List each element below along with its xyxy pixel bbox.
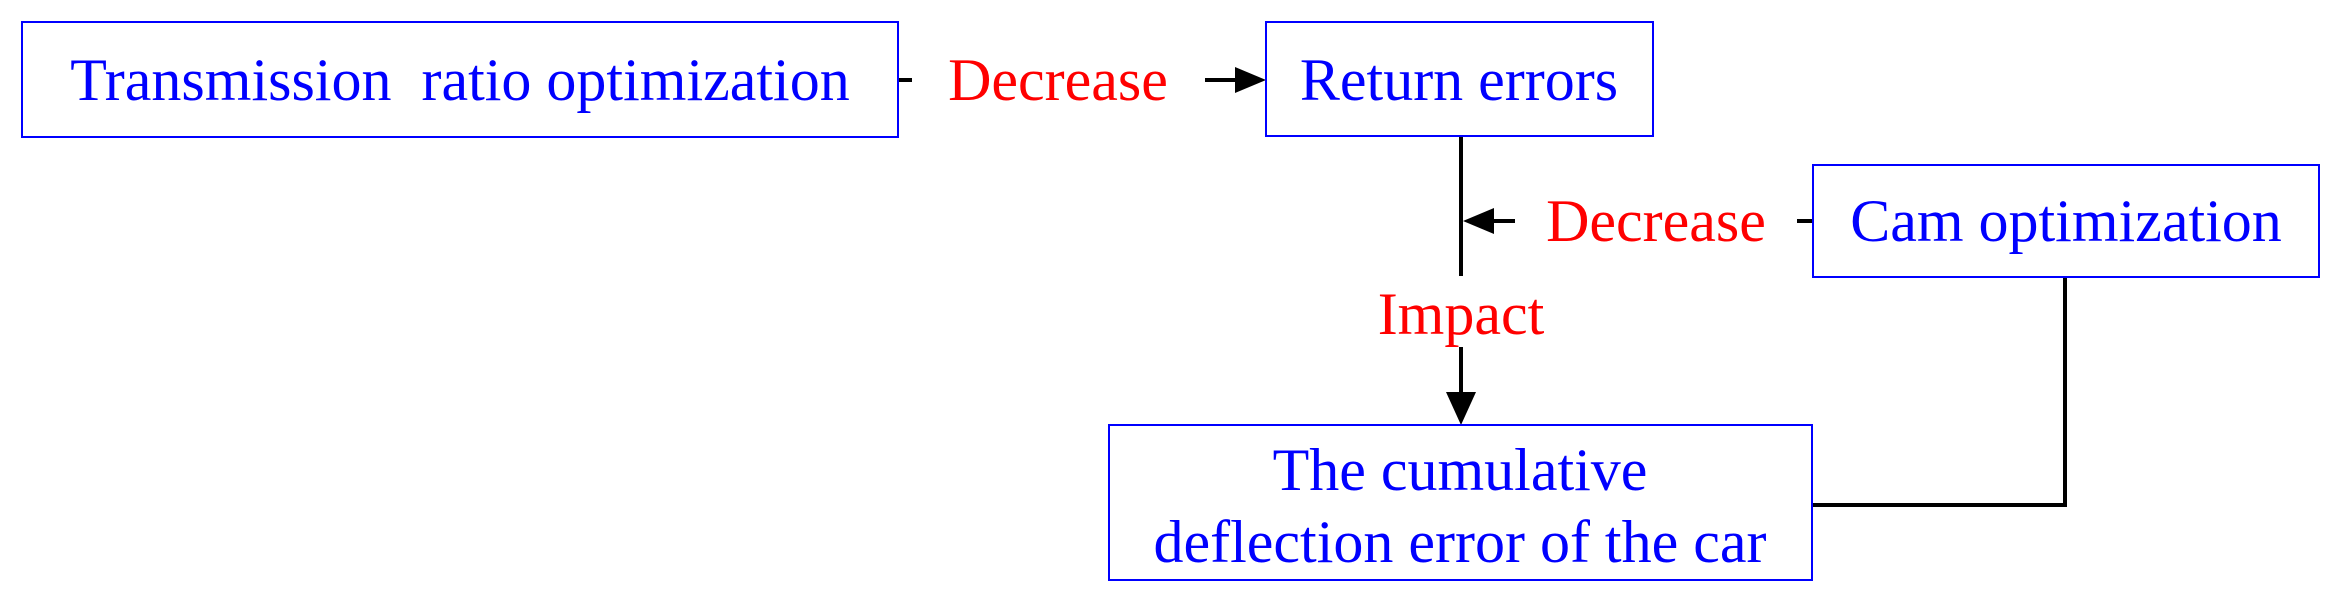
node-label-line-1: The cumulative <box>1273 437 1648 503</box>
node-cam-optimization: Cam optimization <box>1812 164 2320 278</box>
node-box <box>1108 424 1813 581</box>
node-box <box>21 21 899 138</box>
edge-label-decrease-top: Decrease <box>948 47 1168 113</box>
node-return-errors: Return errors <box>1265 21 1654 137</box>
node-cumulative-deflection-error: The cumulative deflection error of the c… <box>1108 424 1813 581</box>
node-label: Transmission ratio optimization <box>70 47 849 113</box>
edge-label-decrease-cam: Decrease <box>1546 188 1766 254</box>
node-label: Return errors <box>1300 47 1618 113</box>
arrowhead-to-cumulative <box>1446 392 1476 425</box>
connector-cumulative-to-cam <box>1812 275 2067 507</box>
arrowhead-to-return-errors <box>1235 67 1266 93</box>
node-label: Cam optimization <box>1850 188 2282 254</box>
node-label-line-2: deflection error of the car <box>1154 509 1767 575</box>
node-box <box>1812 164 2320 278</box>
node-box <box>1265 21 1654 137</box>
edge-label-impact: Impact <box>1378 281 1545 347</box>
node-transmission-ratio-optimization: Transmission ratio optimization <box>21 21 899 138</box>
arrowhead-to-return-line <box>1463 208 1494 234</box>
